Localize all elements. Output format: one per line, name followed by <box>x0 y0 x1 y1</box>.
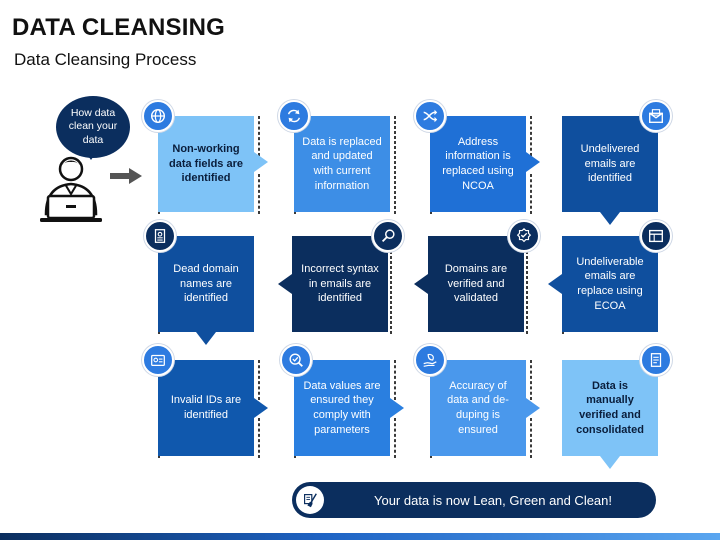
step-card-text: Data is manually verified and consolidat… <box>576 379 644 436</box>
step-card-3: Address information is replaced using NC… <box>430 116 526 212</box>
step-card-4: Undelivered emails are identified <box>562 116 658 212</box>
step-card-text: Invalid IDs are identified <box>170 394 242 421</box>
envelope-icon <box>649 109 663 123</box>
step-connector-arrow <box>390 398 404 418</box>
step-icon-badge <box>142 344 174 376</box>
step-connector-arrow <box>278 274 292 294</box>
step-connector-arrow <box>254 398 268 418</box>
step-card-text: Address information is replaced using NC… <box>442 135 514 192</box>
card-dashed-border <box>394 116 396 214</box>
search-check-icon <box>289 353 303 367</box>
conclusion-banner: Your data is now Lean, Green and Clean! <box>292 482 656 518</box>
step-connector-arrow <box>526 152 540 172</box>
shuffle-icon <box>423 109 438 123</box>
speech-bubble-tail <box>84 150 98 160</box>
card-dashed-border <box>530 174 532 214</box>
card-dashed-border <box>258 418 260 458</box>
step-card-9: Invalid IDs are identified <box>158 360 254 456</box>
step-icon-badge <box>640 100 672 132</box>
speech-bubble: How data clean your data <box>56 96 130 158</box>
flow-arrow-icon <box>110 168 142 184</box>
step-card-text: Domains are verified and validated <box>444 263 508 305</box>
step-icon-badge <box>508 220 540 252</box>
card-dashed-border <box>258 116 260 156</box>
step-card-text: Incorrect syntax in emails are identifie… <box>301 263 379 305</box>
step-card-6: Domains are verified and validated <box>428 236 524 332</box>
step-card-text: Data values are ensured they comply with… <box>303 379 381 436</box>
step-connector-arrow <box>196 332 216 345</box>
speech-bubble-text: How data clean your data <box>68 106 118 146</box>
banner-icon-circle <box>296 486 324 514</box>
step-connector-arrow <box>548 274 562 294</box>
step-card-text: Data is replaced and updated with curren… <box>302 135 382 192</box>
step-card-text: Non-working data fields are identified <box>169 143 243 185</box>
step-icon-badge <box>280 344 312 376</box>
step-card-7: Incorrect syntax in emails are identifie… <box>292 236 388 332</box>
step-connector-arrow <box>526 398 540 418</box>
step-card-text: Accuracy of data and de-duping is ensure… <box>447 379 509 436</box>
card-dashed-border <box>258 360 260 400</box>
step-icon-badge <box>278 100 310 132</box>
document-icon <box>154 229 166 243</box>
hand-leaf-icon <box>423 353 437 367</box>
step-card-text: Dead domain names are identified <box>173 263 239 305</box>
globe-icon <box>150 108 166 124</box>
badge-check-icon <box>516 227 532 243</box>
step-icon-badge <box>414 344 446 376</box>
page-subtitle: Data Cleansing Process <box>14 50 197 69</box>
id-card-icon <box>151 354 165 367</box>
card-dashed-border <box>258 174 260 214</box>
step-connector-arrow <box>414 274 428 294</box>
step-connector-arrow <box>600 456 620 469</box>
page-title: DATA CLEANSING <box>12 14 226 41</box>
card-dashed-border <box>394 360 396 400</box>
refresh-icon <box>287 109 301 123</box>
step-connector-arrow <box>254 152 268 172</box>
step-card-2: Data is replaced and updated with curren… <box>294 116 390 212</box>
bottom-accent-bar <box>0 533 720 540</box>
step-connector-arrow <box>600 212 620 225</box>
step-card-5: Undeliverable emails are replace using E… <box>562 236 658 332</box>
magnifier-icon <box>381 229 395 243</box>
banner-text: Your data is now Lean, Green and Clean! <box>373 492 613 508</box>
checklist-icon <box>650 353 662 367</box>
step-icon-badge <box>142 100 174 132</box>
window-icon <box>649 229 663 243</box>
step-icon-badge <box>640 220 672 252</box>
step-card-10: Data values are ensured they comply with… <box>294 360 390 456</box>
card-dashed-border <box>530 360 532 400</box>
broom-icon <box>304 493 317 508</box>
step-icon-badge <box>414 100 446 132</box>
step-card-text: Undeliverable emails are replace using E… <box>576 255 644 312</box>
card-dashed-border <box>530 418 532 458</box>
step-card-1: Non-working data fields are identified <box>158 116 254 212</box>
card-dashed-border <box>530 116 532 156</box>
step-card-text: Undelivered emails are identified <box>580 143 640 185</box>
step-icon-badge <box>372 220 404 252</box>
step-card-11: Accuracy of data and de-duping is ensure… <box>430 360 526 456</box>
step-icon-badge <box>640 344 672 376</box>
step-card-8: Dead domain names are identified <box>158 236 254 332</box>
person-laptop-icon <box>40 156 102 222</box>
step-card-12: Data is manually verified and consolidat… <box>562 360 658 456</box>
step-icon-badge <box>144 220 176 252</box>
card-dashed-border <box>394 418 396 458</box>
